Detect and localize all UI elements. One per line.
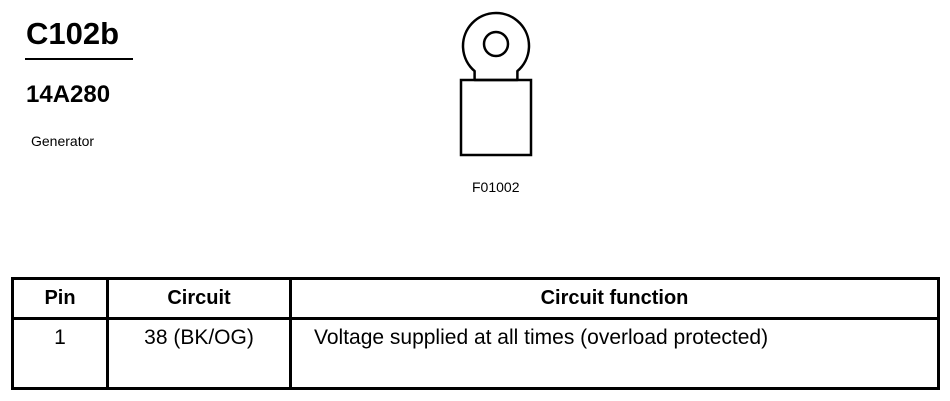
component-name: Generator (31, 133, 95, 149)
circuit-cell: 38 (BK/OG) (106, 317, 292, 390)
terminal-body (459, 78, 533, 157)
connector-id: C102b (26, 16, 120, 51)
title-underline (25, 58, 133, 60)
circuit-function-cell: Voltage supplied at all times (overload … (289, 317, 940, 390)
ring-terminal-connector-icon (459, 11, 533, 157)
figure-id: F01002 (472, 179, 520, 195)
column-header-circuit-function: Circuit function (289, 277, 940, 320)
ring-terminal-outline (461, 11, 531, 82)
part-number: 14A280 (26, 81, 111, 108)
column-header-circuit: Circuit (106, 277, 292, 320)
ring-terminal-hole (482, 30, 510, 58)
table-header-row: Pin Circuit Circuit function (11, 277, 940, 320)
column-header-pin: Pin (11, 277, 109, 320)
pin-table: Pin Circuit Circuit function 1 38 (BK/OG… (11, 277, 940, 390)
pin-cell: 1 (11, 317, 109, 390)
table-row: 1 38 (BK/OG) Voltage supplied at all tim… (11, 317, 940, 390)
